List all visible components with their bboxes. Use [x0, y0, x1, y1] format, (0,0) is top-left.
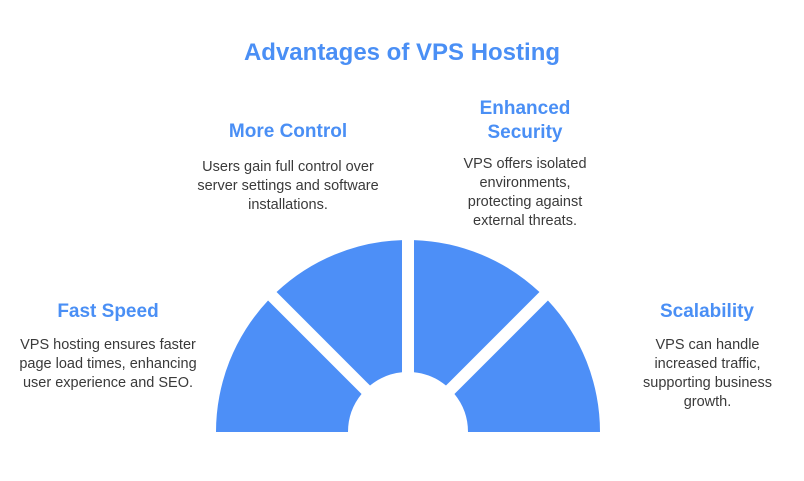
description-scalability: VPS can handle increased traffic, suppor…	[643, 337, 772, 410]
segment-scalability	[454, 300, 600, 432]
heading-scalability: Scalability	[660, 301, 754, 322]
description-enhanced-security: VPS offers isolated environments, protec…	[463, 156, 587, 229]
segment-more-control	[276, 240, 403, 386]
segment-enhanced-security	[413, 240, 540, 386]
segment-fast-speed	[216, 300, 362, 432]
description-more-control: Users gain full control over server sett…	[197, 159, 379, 213]
segments-group	[216, 240, 600, 432]
heading-more-control: More Control	[228, 121, 348, 142]
heading-fast-speed: Fast Speed	[57, 301, 159, 322]
description-fast-speed: VPS hosting ensures faster page load tim…	[19, 337, 197, 391]
page-title: Advantages of VPS Hosting	[243, 39, 561, 66]
heading-enhanced-security: Enhanced Security	[479, 98, 571, 143]
